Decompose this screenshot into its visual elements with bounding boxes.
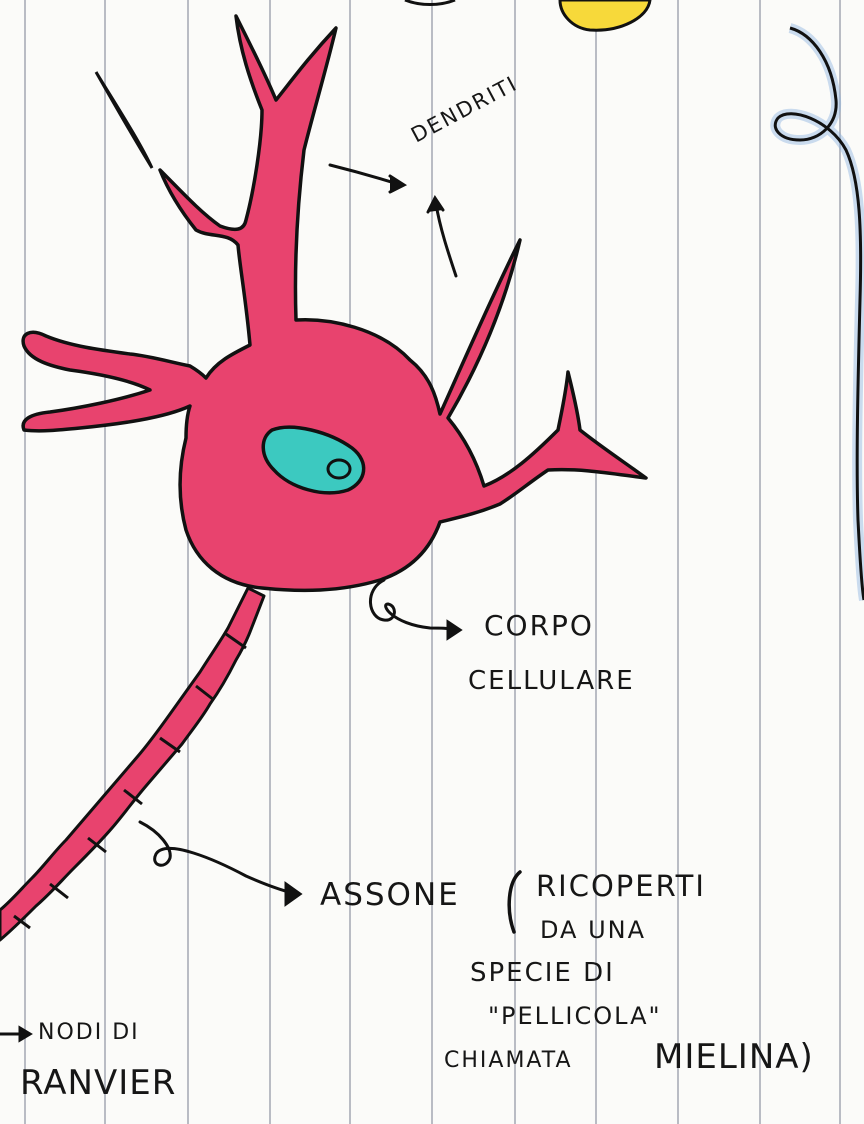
label-pellicola: "PELLICOLA" (488, 1004, 662, 1028)
label-specie-di: SPECIE DI (470, 960, 615, 986)
label-assone: ASSONE (320, 880, 460, 911)
nucleolus (328, 460, 350, 478)
label-da-una: DA UNA (540, 918, 646, 942)
label-mielina: MIELINA) (654, 1040, 814, 1074)
label-ricoperti: RICOPERTI (536, 872, 706, 901)
label-chiamata: CHIAMATA (444, 1050, 573, 1072)
label-corpo: CORPO (484, 612, 594, 640)
label-cellulare: CELLULARE (468, 668, 635, 694)
label-ranvier: RANVIER (20, 1066, 176, 1100)
label-nodi-di: NODI DI (38, 1022, 140, 1044)
